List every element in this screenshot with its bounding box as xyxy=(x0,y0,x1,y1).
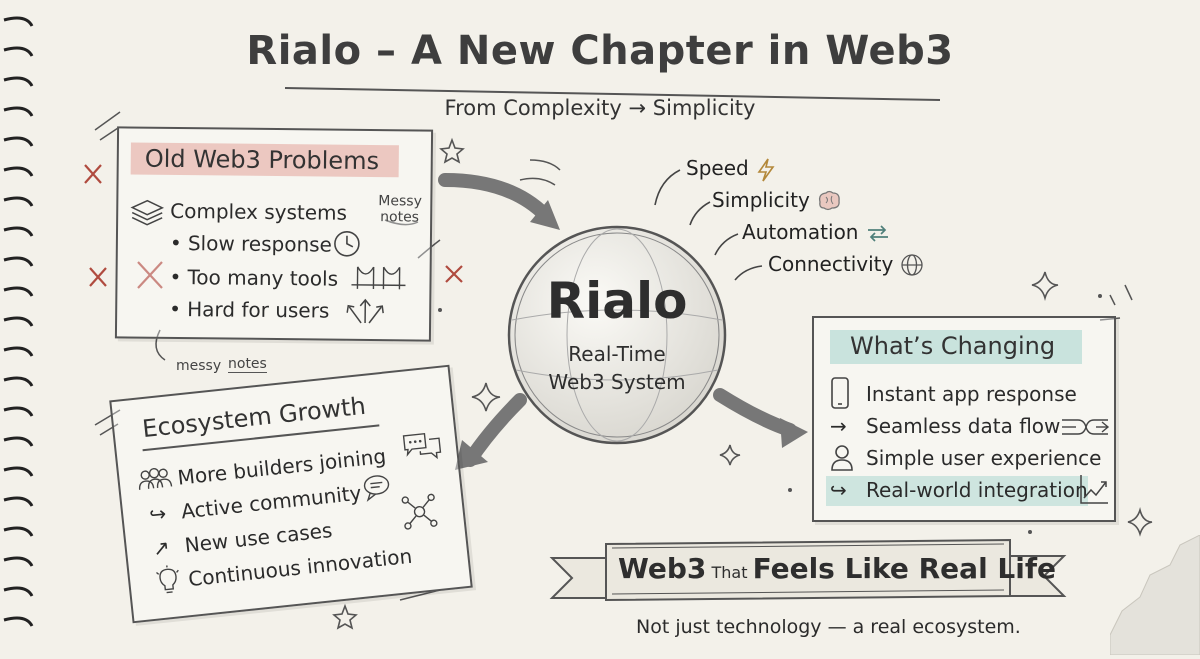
eco-item-3: New use cases xyxy=(183,517,334,558)
globe-graphic xyxy=(507,225,727,445)
benefit-simplicity: Simplicity xyxy=(712,188,842,215)
phone-icon xyxy=(830,376,850,414)
spiral-rings-graphic xyxy=(3,16,34,627)
tagline-banner: Web3 That Feels Like Real Life xyxy=(548,532,1068,612)
benefit-connectivity-label: Connectivity xyxy=(768,252,894,276)
problem-item-4: Hard for users xyxy=(187,297,330,323)
layers-icon xyxy=(130,198,165,230)
problem-item-3: Too many tools xyxy=(187,265,339,291)
people-icon xyxy=(136,464,173,497)
whats-changing-highlight xyxy=(830,330,1082,364)
dots xyxy=(438,294,1102,534)
page-subtitle: From Complexity → Simplicity xyxy=(444,96,756,120)
spiral-binding xyxy=(0,0,40,655)
arrow-problems-to-rialo xyxy=(438,173,552,222)
red-x-marks xyxy=(84,164,463,289)
data-flow-icon xyxy=(1060,414,1110,444)
network-icon xyxy=(399,491,441,537)
change-item-4: Real-world integration xyxy=(866,478,1088,502)
chat-bubble-icon xyxy=(360,472,393,507)
scribbles xyxy=(94,111,1133,601)
banner-that: That xyxy=(711,563,748,582)
benefit-arrow-4 xyxy=(734,265,763,281)
banner-web3: Web3 xyxy=(618,552,707,585)
benefit-connectivity: Connectivity xyxy=(768,252,926,279)
benefit-automation-label: Automation xyxy=(742,220,859,244)
ribbon-graphic xyxy=(549,538,1067,602)
change-item-1: Instant app response xyxy=(866,382,1077,406)
whats-changing-heading: What’s Changing xyxy=(850,332,1056,360)
whats-changing-box: What’s Changing Instant app response → S… xyxy=(812,316,1116,522)
change-item-3: Simple user experience xyxy=(866,446,1102,470)
bottom-note-notes: notes xyxy=(228,356,267,373)
rialo-globe: Rialo Real-Time Web3 System xyxy=(502,220,732,450)
problem-bullet-3: • xyxy=(169,264,182,290)
rialo-tagline-2: Web3 System xyxy=(548,370,686,394)
change-arrow-2: → xyxy=(830,414,847,438)
ecosystem-box: Ecosystem Growth More builders joining ↪… xyxy=(109,364,473,624)
lightning-icon xyxy=(755,157,781,183)
change-arrow-4: ↪ xyxy=(830,478,847,502)
speech-bubbles-icon xyxy=(400,428,444,468)
benefit-automation: Automation xyxy=(742,220,891,247)
banner-text: Web3 That Feels Like Real Life xyxy=(618,552,1056,585)
eco-arrow-2: ↪ xyxy=(148,501,168,527)
messy-notes-side-2: notes xyxy=(380,209,420,226)
problem-bullet-4: • xyxy=(169,296,182,322)
lightbulb-icon xyxy=(155,564,182,600)
footer-caption: Not just technology — a real ecosystem. xyxy=(636,616,1021,638)
arrow-head-3 xyxy=(780,418,808,448)
ecosystem-heading: Ecosystem Growth xyxy=(140,391,367,444)
old-problems-box: Old Web3 Problems Complex systems • Slow… xyxy=(114,126,434,342)
rialo-tagline-1: Real-Time xyxy=(568,342,666,366)
benefit-arrow-1 xyxy=(654,169,681,206)
problem-item-1: Complex systems xyxy=(170,198,348,225)
banner-feels: Feels Like Real Life xyxy=(752,552,1057,585)
change-item-4-highlight xyxy=(826,476,1088,506)
benefit-arrow-2 xyxy=(689,201,711,226)
change-item-2: Seamless data flow xyxy=(866,414,1061,438)
user-icon xyxy=(830,444,854,476)
eco-item-2: Active community xyxy=(179,480,363,524)
bottom-note-messy: messy xyxy=(176,358,222,374)
brain-icon xyxy=(816,189,842,215)
benefit-arrow-3 xyxy=(714,233,739,256)
bridge-icon xyxy=(349,263,407,298)
arrow-head-1 xyxy=(530,200,560,230)
old-problems-heading: Old Web3 Problems xyxy=(144,144,380,176)
trend-chart-icon xyxy=(1078,472,1110,510)
problem-bullet-2: • xyxy=(169,230,182,256)
benefit-speed: Speed xyxy=(686,156,781,183)
rialo-name: Rialo xyxy=(546,272,688,330)
torn-paper-corner xyxy=(1109,534,1200,656)
title-underline xyxy=(284,87,941,101)
eco-arrow-3: ↗ xyxy=(151,535,171,561)
page-title: Rialo – A New Chapter in Web3 xyxy=(246,28,954,74)
globe-icon xyxy=(900,253,926,279)
benefit-simplicity-label: Simplicity xyxy=(712,188,810,212)
sparkles xyxy=(332,137,1153,630)
problem-item-2: Slow response xyxy=(187,231,333,257)
clock-icon xyxy=(332,229,362,263)
arrow-head-2 xyxy=(455,440,488,470)
messy-notes-side-1: Messy xyxy=(378,193,423,210)
benefit-speed-label: Speed xyxy=(686,156,749,180)
cycle-arrows-icon xyxy=(865,221,891,247)
branching-arrows-icon xyxy=(343,295,387,329)
